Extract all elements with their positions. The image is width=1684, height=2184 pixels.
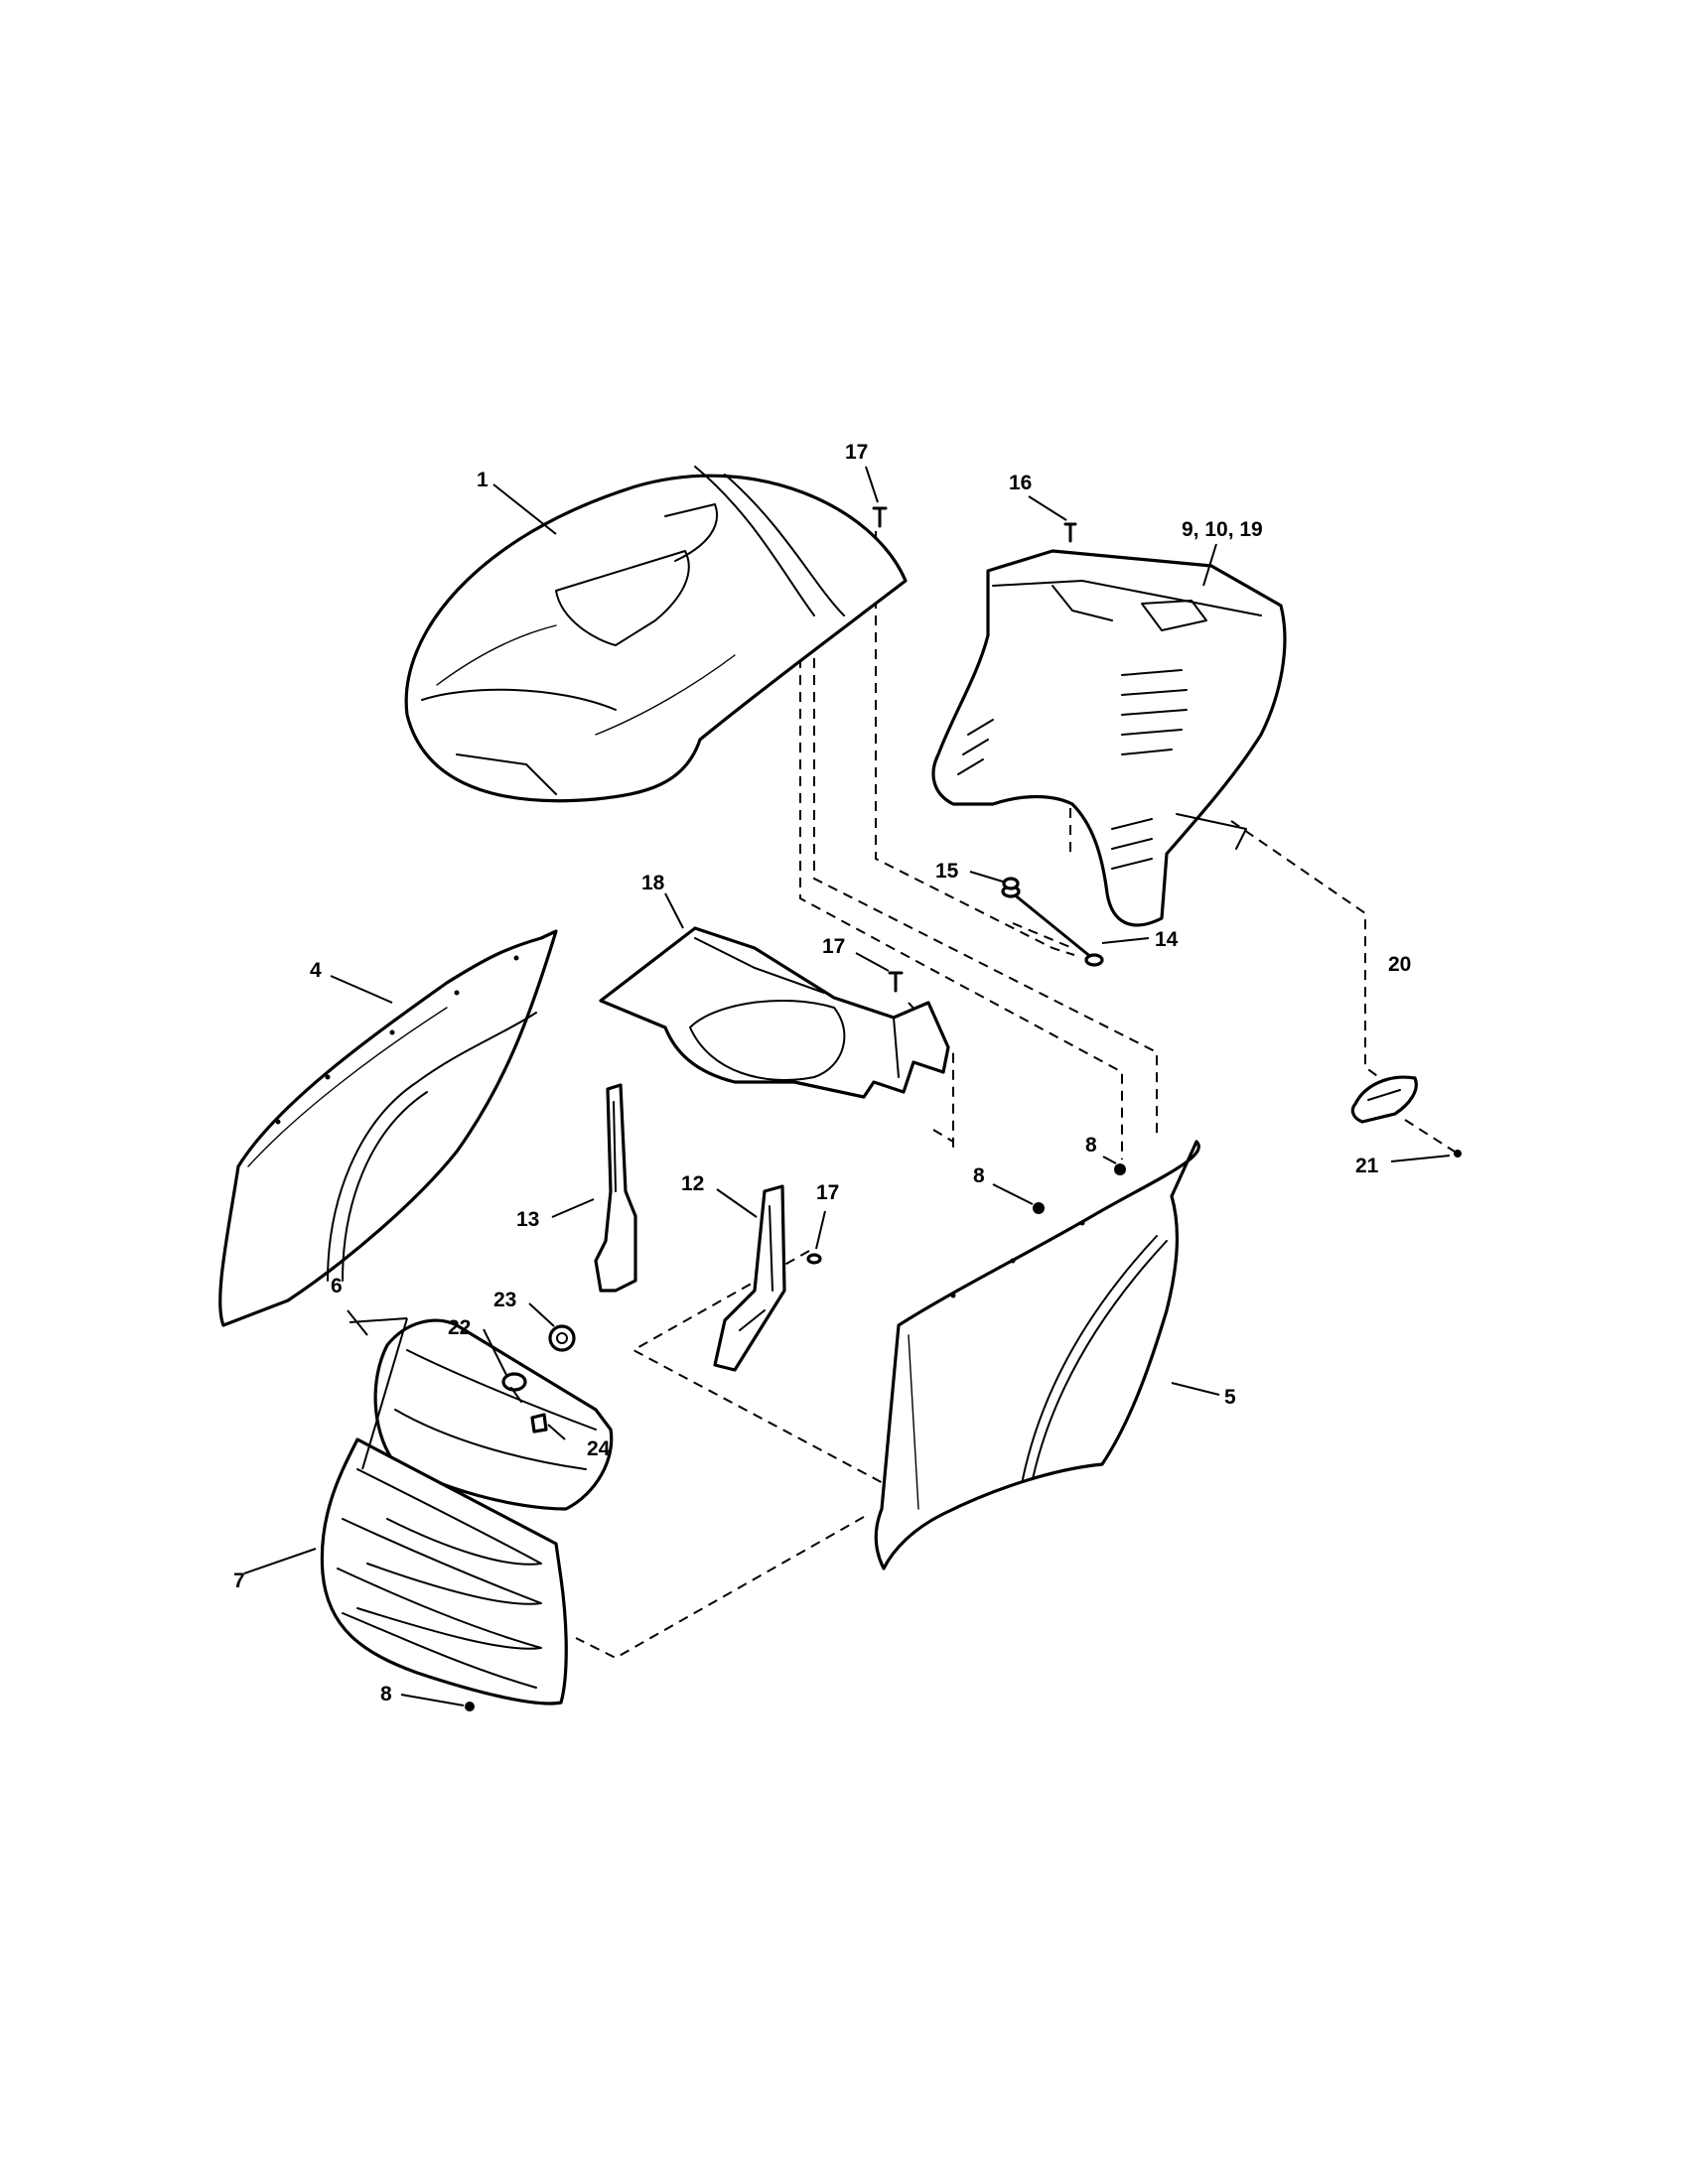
callout-14: 14 — [1155, 928, 1179, 951]
callout-17-top: 17 — [845, 441, 868, 464]
callout-24: 24 — [587, 1437, 611, 1460]
part-17-screw-mid — [888, 971, 904, 993]
callout-22: 22 — [448, 1316, 471, 1339]
part-8-nut-bottom — [465, 1702, 475, 1711]
part-22-bolt — [501, 1372, 527, 1403]
part-15-clip — [1002, 877, 1020, 890]
part-24-clip — [530, 1413, 548, 1433]
part-8-nut-top — [1114, 1163, 1126, 1175]
part-23-knob — [548, 1324, 576, 1352]
callout-8-bottom: 8 — [380, 1683, 392, 1706]
fasteners — [465, 506, 1126, 1711]
part-20-latch — [1350, 1075, 1418, 1124]
callout-7: 7 — [233, 1570, 245, 1592]
part-13-bracket — [594, 1083, 637, 1293]
callout-17-mid: 17 — [822, 935, 845, 958]
callout-18: 18 — [641, 872, 665, 894]
callout-6: 6 — [331, 1275, 343, 1297]
callout-8-mid: 8 — [973, 1164, 985, 1187]
callout-5: 5 — [1224, 1386, 1236, 1409]
callout-12: 12 — [681, 1172, 704, 1195]
callout-15: 15 — [935, 860, 959, 883]
callout-23: 23 — [493, 1289, 516, 1311]
part-9-10-19-dash-panel — [931, 549, 1287, 927]
part-4-left-panel — [218, 929, 558, 1327]
callout-13: 13 — [516, 1208, 539, 1231]
part-6-grille-housing — [373, 1318, 614, 1511]
part-18-shroud — [599, 926, 950, 1099]
part-21-screw — [1454, 1150, 1462, 1158]
callout-9-10-19: 9, 10, 19 — [1182, 518, 1263, 541]
part-5-right-panel — [874, 1140, 1200, 1570]
part-12-bracket — [713, 1184, 786, 1372]
part-8-nut-mid — [1033, 1202, 1045, 1214]
part-17-screw-low — [806, 1253, 822, 1265]
callout-4: 4 — [310, 959, 322, 982]
part-7-front-grille — [320, 1437, 568, 1706]
callout-16: 16 — [1009, 472, 1032, 494]
callout-21: 21 — [1355, 1155, 1379, 1177]
callout-20: 20 — [1388, 953, 1411, 976]
callout-17-low: 17 — [816, 1181, 839, 1204]
part-17-screw-top — [872, 506, 888, 528]
leader-lines — [243, 466, 1451, 1706]
callout-8-top: 8 — [1085, 1134, 1097, 1157]
part-16-screw — [1063, 522, 1077, 543]
callout-labels: 1 17 16 9, 10, 19 15 14 18 17 4 20 8 8 2… — [233, 441, 1411, 1706]
callout-1: 1 — [477, 469, 489, 491]
part-1-hood — [404, 466, 908, 803]
